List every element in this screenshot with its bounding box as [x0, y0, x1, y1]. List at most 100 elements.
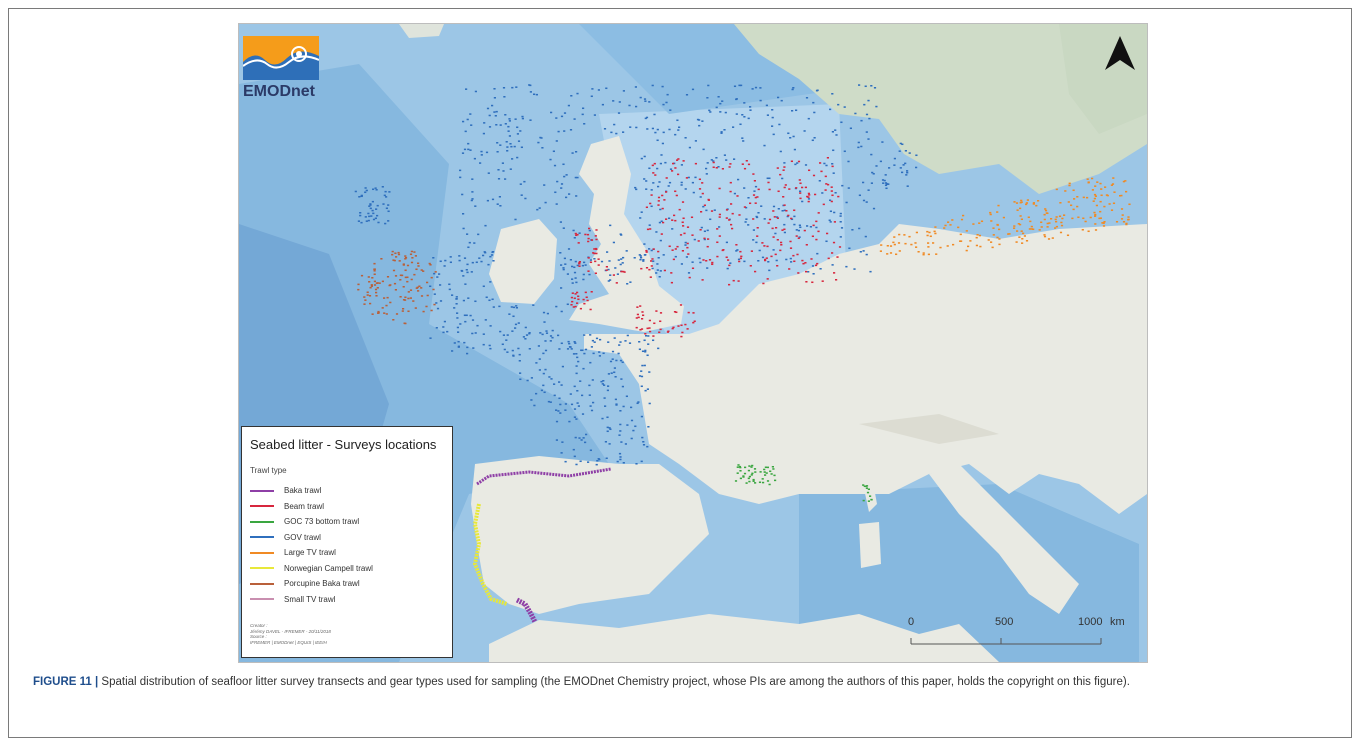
survey-point [446, 330, 449, 333]
survey-point [622, 462, 625, 464]
survey-point [687, 253, 690, 255]
campell-trawl-track-portugal [472, 503, 508, 606]
survey-point [777, 96, 780, 99]
survey-point [657, 250, 660, 253]
survey-point [600, 380, 603, 383]
survey-point [544, 349, 548, 352]
survey-point [734, 480, 738, 482]
survey-point [377, 221, 380, 224]
survey-point [1100, 194, 1103, 197]
survey-point [613, 123, 616, 126]
survey-point [613, 337, 616, 339]
survey-point [605, 269, 608, 271]
survey-point [574, 293, 577, 295]
survey-point [639, 96, 642, 99]
survey-point [738, 214, 741, 216]
survey-point [501, 162, 504, 164]
survey-point [743, 472, 747, 475]
survey-point [566, 348, 570, 350]
survey-point [430, 276, 433, 279]
survey-point [799, 192, 802, 194]
survey-point [597, 89, 600, 91]
survey-point [681, 221, 684, 224]
survey-point [786, 215, 789, 218]
survey-point [691, 88, 695, 91]
survey-point [529, 91, 532, 93]
survey-point [708, 109, 711, 112]
survey-point [601, 383, 604, 385]
survey-point [458, 259, 461, 262]
survey-point [882, 182, 885, 184]
survey-point [592, 252, 595, 254]
survey-point [648, 268, 651, 271]
survey-point [542, 372, 545, 375]
survey-point [465, 269, 468, 271]
survey-point [635, 463, 638, 465]
survey-point [615, 132, 618, 135]
survey-point [436, 276, 439, 278]
survey-point [889, 245, 893, 247]
survey-point [630, 419, 634, 422]
survey-point [497, 178, 501, 180]
map-panel: EMODnet Seabed litter - Surveys location… [238, 23, 1148, 663]
survey-point [887, 183, 890, 185]
survey-point [1094, 213, 1097, 216]
survey-point [598, 458, 601, 461]
survey-point [425, 305, 428, 308]
survey-point [574, 260, 577, 263]
survey-point [677, 325, 680, 327]
survey-point [692, 191, 695, 194]
survey-point [799, 226, 802, 229]
survey-point [384, 190, 387, 193]
survey-point [693, 238, 696, 241]
survey-point [662, 221, 665, 224]
survey-point [713, 209, 716, 211]
survey-point [641, 311, 644, 313]
survey-point [563, 175, 566, 178]
survey-point [648, 319, 651, 322]
survey-point [1120, 208, 1124, 210]
survey-point [582, 367, 585, 370]
survey-point [577, 295, 580, 298]
survey-point [749, 106, 752, 108]
survey-point [869, 270, 872, 273]
survey-point [571, 278, 574, 280]
survey-point [629, 281, 632, 283]
survey-point [607, 385, 610, 387]
survey-point [752, 173, 755, 175]
survey-point [892, 241, 895, 244]
survey-point [812, 224, 815, 227]
survey-point [975, 236, 978, 239]
survey-point [720, 132, 723, 134]
survey-point [960, 240, 963, 242]
great-britain-land [569, 136, 684, 332]
survey-point [478, 257, 481, 259]
survey-point [765, 472, 768, 474]
survey-point [563, 257, 566, 260]
survey-point [1029, 220, 1032, 223]
survey-point [724, 111, 727, 114]
survey-point [1099, 200, 1102, 203]
survey-point [772, 468, 775, 470]
survey-point [619, 423, 622, 426]
survey-point [815, 220, 818, 223]
survey-point [979, 245, 982, 248]
survey-point [582, 298, 585, 301]
survey-point [404, 269, 407, 272]
survey-point [518, 360, 521, 362]
survey-point [927, 246, 930, 248]
survey-point [1058, 215, 1062, 218]
survey-point [433, 293, 436, 295]
survey-point [798, 224, 801, 227]
survey-point [630, 437, 633, 440]
survey-point [1025, 203, 1028, 206]
survey-point [754, 86, 758, 89]
survey-point [359, 214, 362, 217]
survey-point [754, 196, 757, 199]
survey-point [661, 85, 664, 88]
survey-point [831, 194, 834, 197]
survey-point [811, 265, 815, 267]
survey-point [1061, 217, 1064, 220]
survey-point [783, 166, 786, 168]
survey-point [594, 260, 597, 263]
